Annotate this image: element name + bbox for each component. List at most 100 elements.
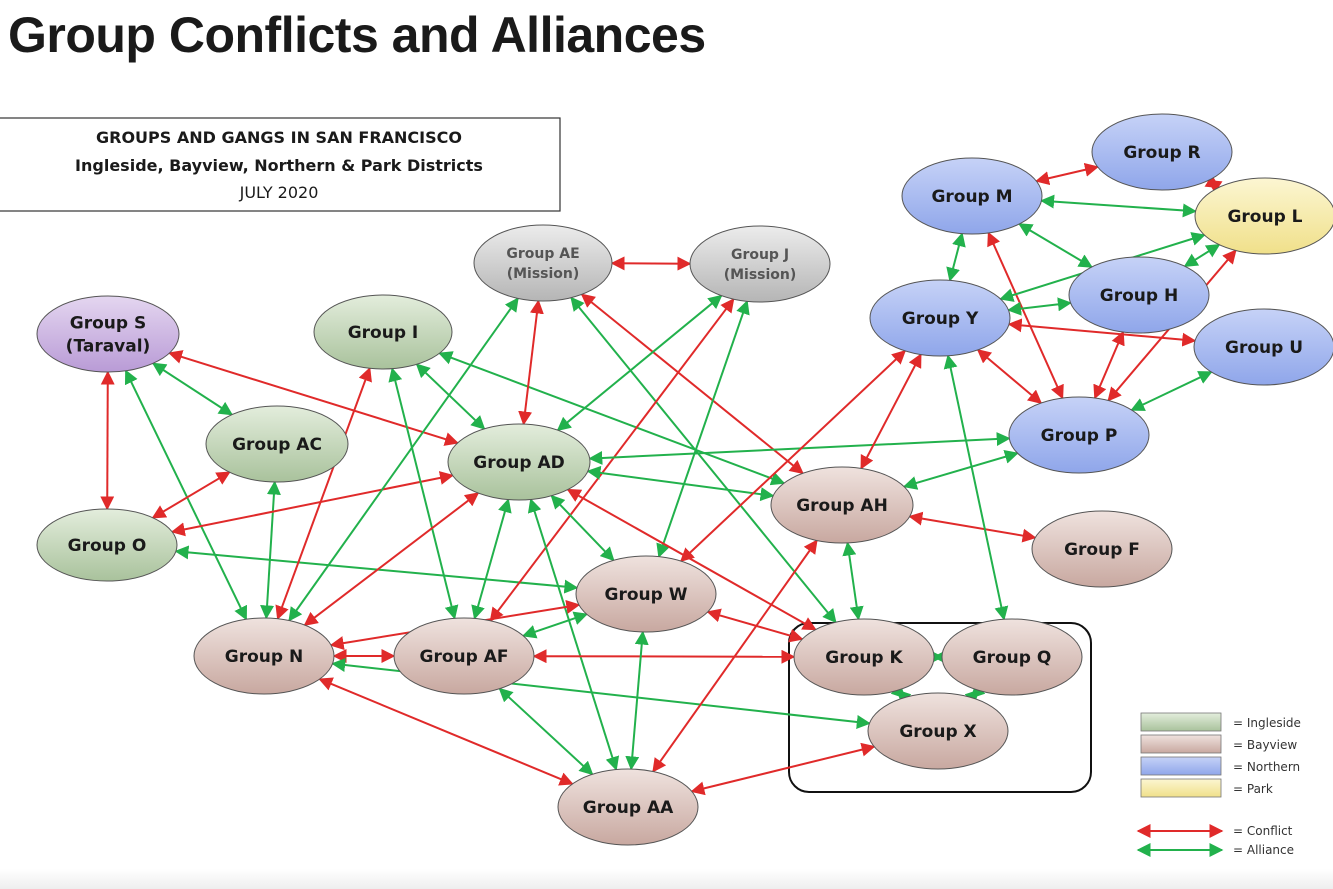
edge-conflict-y-p <box>976 348 1043 405</box>
node-ellipse-r <box>1091 113 1233 191</box>
legend-swatch-park <box>1140 778 1222 798</box>
node-group-x: Group X <box>867 692 1009 770</box>
node-ellipse-p <box>1008 396 1150 474</box>
edge-alliance-ad-p <box>588 432 1011 465</box>
node-label-m-1: Group M <box>931 187 1012 207</box>
node-group-r: Group R <box>1091 113 1233 191</box>
node-group-j: Group J (Mission) <box>689 225 831 303</box>
footer-strip <box>0 869 1333 889</box>
edge-alliance-q-x <box>964 683 986 705</box>
node-group-y: Group Y <box>869 279 1011 357</box>
edge-conflict-n-aa <box>318 677 574 786</box>
edge-alliance-m-h <box>1018 223 1093 268</box>
node-label-af-1: Group AF <box>420 647 509 667</box>
edge-alliance-ah-p <box>902 450 1019 490</box>
edge-alliance-af-aa <box>498 687 594 776</box>
edge-conflict-ae-ad <box>518 299 544 426</box>
node-ellipse-ae <box>473 224 613 302</box>
node-label-i-1: Group I <box>348 323 419 343</box>
edge-conflict-r-l <box>1204 174 1223 194</box>
node-ellipse-i <box>313 294 453 370</box>
node-ellipse-k <box>793 618 935 696</box>
node-label-r-1: Group R <box>1123 143 1200 163</box>
node-label-j-1: Group J <box>731 247 789 263</box>
node-group-p: Group P <box>1008 396 1150 474</box>
edge-alliance-i-ad <box>415 363 486 430</box>
node-ellipse-o <box>36 508 178 582</box>
node-group-m: Group M <box>901 157 1043 235</box>
legend-swatch-ingleside <box>1140 712 1222 732</box>
edge-alliance-m-y <box>946 232 966 282</box>
node-label-y-1: Group Y <box>902 309 979 329</box>
node-group-ad: Group AD <box>447 423 591 501</box>
legend: = Ingleside = Bayview = Northern = Park = Co… <box>1136 712 1301 857</box>
node-ellipse-y <box>869 279 1011 357</box>
node-label-k-1: Group K <box>825 648 903 668</box>
node-label-q-1: Group Q <box>973 648 1052 668</box>
node-group-aa: Group AA <box>557 768 699 846</box>
edge-alliance-s-n <box>124 369 248 621</box>
edge-alliance-h-y <box>1007 297 1072 316</box>
node-group-l: Group L <box>1194 177 1333 255</box>
legend-label-conflict: = Conflict <box>1233 824 1293 838</box>
node-group-o: Group O <box>36 508 178 582</box>
edge-conflict-ah-y <box>860 353 922 470</box>
legend-label-northern: = Northern <box>1233 760 1300 774</box>
node-label-o-1: Group O <box>68 536 147 556</box>
diagram-titlebox: GROUPS AND GANGS IN SAN FRANCISCO Ingles… <box>0 117 561 212</box>
node-ellipse-x <box>867 692 1009 770</box>
edge-conflict-y-u <box>1007 318 1197 347</box>
node-ellipse-ah <box>770 466 914 544</box>
node-label-j-2: (Mission) <box>724 267 797 283</box>
edge-alliance-af-w <box>521 611 589 639</box>
legend-swatch-bayview <box>1140 734 1222 754</box>
node-ellipse-n <box>193 617 335 695</box>
legend-label-bayview: = Bayview <box>1233 738 1297 752</box>
edge-conflict-af-k <box>532 649 796 664</box>
legend-label-park: = Park <box>1233 782 1273 796</box>
edge-conflict-s-o <box>100 370 115 511</box>
node-label-ah-1: Group AH <box>796 496 888 516</box>
node-ellipse-u <box>1193 308 1333 386</box>
node-label-aa-1: Group AA <box>583 798 674 818</box>
node-label-ad-1: Group AD <box>473 453 564 473</box>
node-ellipse-f <box>1031 510 1173 588</box>
node-label-s-2: (Taraval) <box>66 336 151 356</box>
node-ellipse-m <box>901 157 1043 235</box>
edge-alliance-i-af <box>388 367 459 620</box>
node-ellipse-af <box>393 617 535 695</box>
node-group-ah: Group AH <box>770 466 914 544</box>
node-group-f: Group F <box>1031 510 1173 588</box>
node-label-ae-1: Group AE <box>506 246 579 262</box>
edge-alliance-ac-n <box>260 480 281 620</box>
edge-alliance-j-ad <box>556 294 723 432</box>
node-ellipse-s <box>36 295 180 373</box>
node-group-n: Group N <box>193 617 335 695</box>
edge-conflict-w-k <box>706 608 804 643</box>
node-ellipse-aa <box>557 768 699 846</box>
legend-label-ingleside: = Ingleside <box>1233 716 1301 730</box>
node-group-k: Group K <box>793 618 935 696</box>
node-ellipse-ad <box>447 423 591 501</box>
node-ellipse-l <box>1194 177 1333 255</box>
legend-swatch-northern <box>1140 756 1222 776</box>
node-label-l-1: Group L <box>1227 207 1302 227</box>
edge-alliance-l-h <box>1183 243 1221 268</box>
node-group-ae: Group AE (Mission) <box>473 224 613 302</box>
edge-conflict-ac-o <box>151 471 231 519</box>
titlebox-line-1: GROUPS AND GANGS IN SAN FRANCISCO <box>96 128 462 147</box>
node-label-p-1: Group P <box>1041 426 1118 446</box>
node-group-ac: Group AC <box>205 405 349 483</box>
node-group-u: Group U <box>1193 308 1333 386</box>
page-title: Group Conflicts and Alliances <box>8 7 706 63</box>
node-label-ae-2: (Mission) <box>507 266 580 282</box>
node-label-ac-1: Group AC <box>232 435 322 455</box>
node-ellipse-q <box>941 618 1083 696</box>
node-ellipse-w <box>575 555 717 633</box>
edge-alliance-u-p <box>1130 371 1213 411</box>
edge-conflict-m-r <box>1035 162 1099 186</box>
node-group-s: Group S(Taraval) <box>36 295 180 373</box>
node-group-h: Group H <box>1068 256 1210 334</box>
node-label-u-1: Group U <box>1225 338 1303 358</box>
titlebox-line-3: JULY 2020 <box>239 183 319 202</box>
